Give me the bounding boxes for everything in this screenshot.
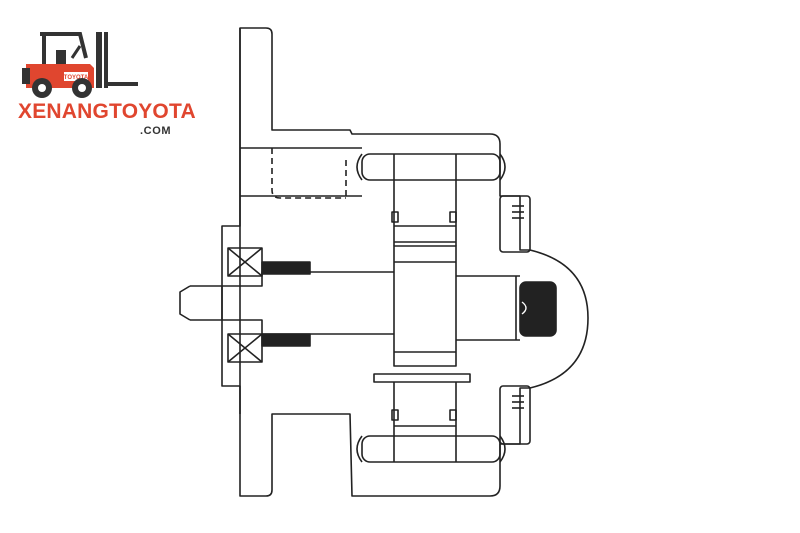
brand-name: XENANGTOYOTA (18, 100, 196, 123)
plate-text: TOYOTA (64, 75, 89, 81)
flange-outline (239, 27, 589, 497)
brand-domain: .COM (140, 125, 172, 137)
forklift-icon: TOYOTA (22, 32, 138, 98)
